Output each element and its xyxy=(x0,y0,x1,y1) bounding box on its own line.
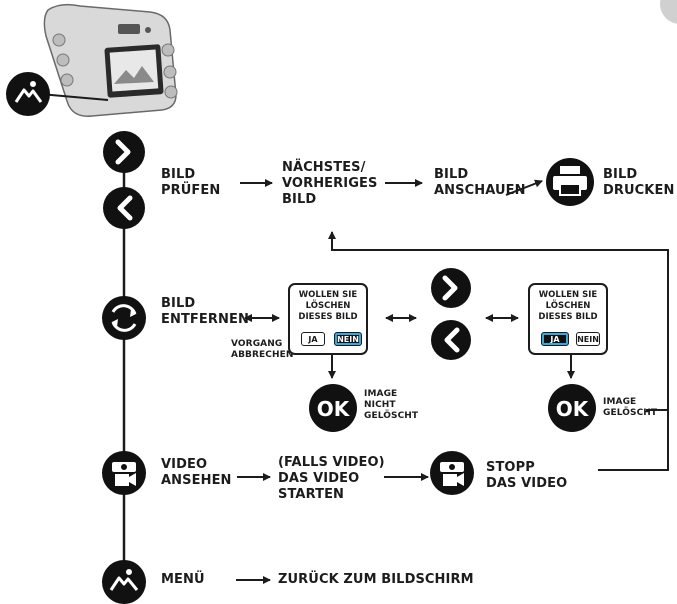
stop-video-label: STOPP DAS VIDEO xyxy=(486,460,568,491)
delete-label: BILD ENTFERNEN xyxy=(161,296,249,327)
delete-cycle-icon xyxy=(102,296,146,340)
printer-icon xyxy=(546,158,594,206)
deleted-label: IMAGE GELÖSCHT xyxy=(603,397,658,418)
print-image-label: BILD DRUCKEN xyxy=(603,167,675,198)
ok-text: OK xyxy=(317,397,351,421)
not-deleted-label: IMAGE NICHT GELÖSCHT xyxy=(364,389,419,421)
dialog-no-option: NEIN xyxy=(334,332,362,346)
dialog-yes-option: JA xyxy=(541,332,569,346)
back-to-screen-label: ZURÜCK ZUM BILDSCHIRM xyxy=(278,572,474,587)
dialog-no-option: NEIN xyxy=(576,332,600,346)
review-label: BILD PRÜFEN xyxy=(161,167,221,198)
chevron-left-icon xyxy=(103,187,145,229)
ok-icon: OK xyxy=(548,384,596,432)
mountain-menu-icon xyxy=(102,560,146,604)
video-label: VIDEO ANSEHEN xyxy=(161,457,232,488)
delete-dialog-no: WOLLEN SIE LÖSCHEN DIESES BILD JA NEIN xyxy=(288,283,368,355)
delete-dialog-yes: WOLLEN SIE LÖSCHEN DIESES BILD JA NEIN xyxy=(528,283,608,355)
chevron-left-icon xyxy=(431,320,471,360)
video-camera-icon xyxy=(102,451,146,495)
dialog-question: WOLLEN SIE LÖSCHEN DIESES BILD xyxy=(298,290,358,322)
menu-label: MENÜ xyxy=(161,572,205,587)
dialog-question: WOLLEN SIE LÖSCHEN DIESES BILD xyxy=(538,290,598,322)
next-prev-label: NÄCHSTES/ VORHERIGES BILD xyxy=(282,160,378,207)
video-camera-icon xyxy=(430,451,474,495)
chevron-right-icon xyxy=(103,131,145,173)
dialog-yes-option: JA xyxy=(301,332,325,346)
cancel-label: VORGANG ABBRECHEN xyxy=(231,339,294,360)
ok-icon: OK xyxy=(309,384,357,432)
start-video-label: (FALLS VIDEO) DAS VIDEO STARTEN xyxy=(278,455,385,502)
ok-text: OK xyxy=(556,397,590,421)
image-mode-icon xyxy=(6,72,50,116)
view-image-label: BILD ANSCHAUEN xyxy=(434,167,526,198)
chevron-right-icon xyxy=(431,268,471,308)
camera-illustration xyxy=(43,3,178,117)
